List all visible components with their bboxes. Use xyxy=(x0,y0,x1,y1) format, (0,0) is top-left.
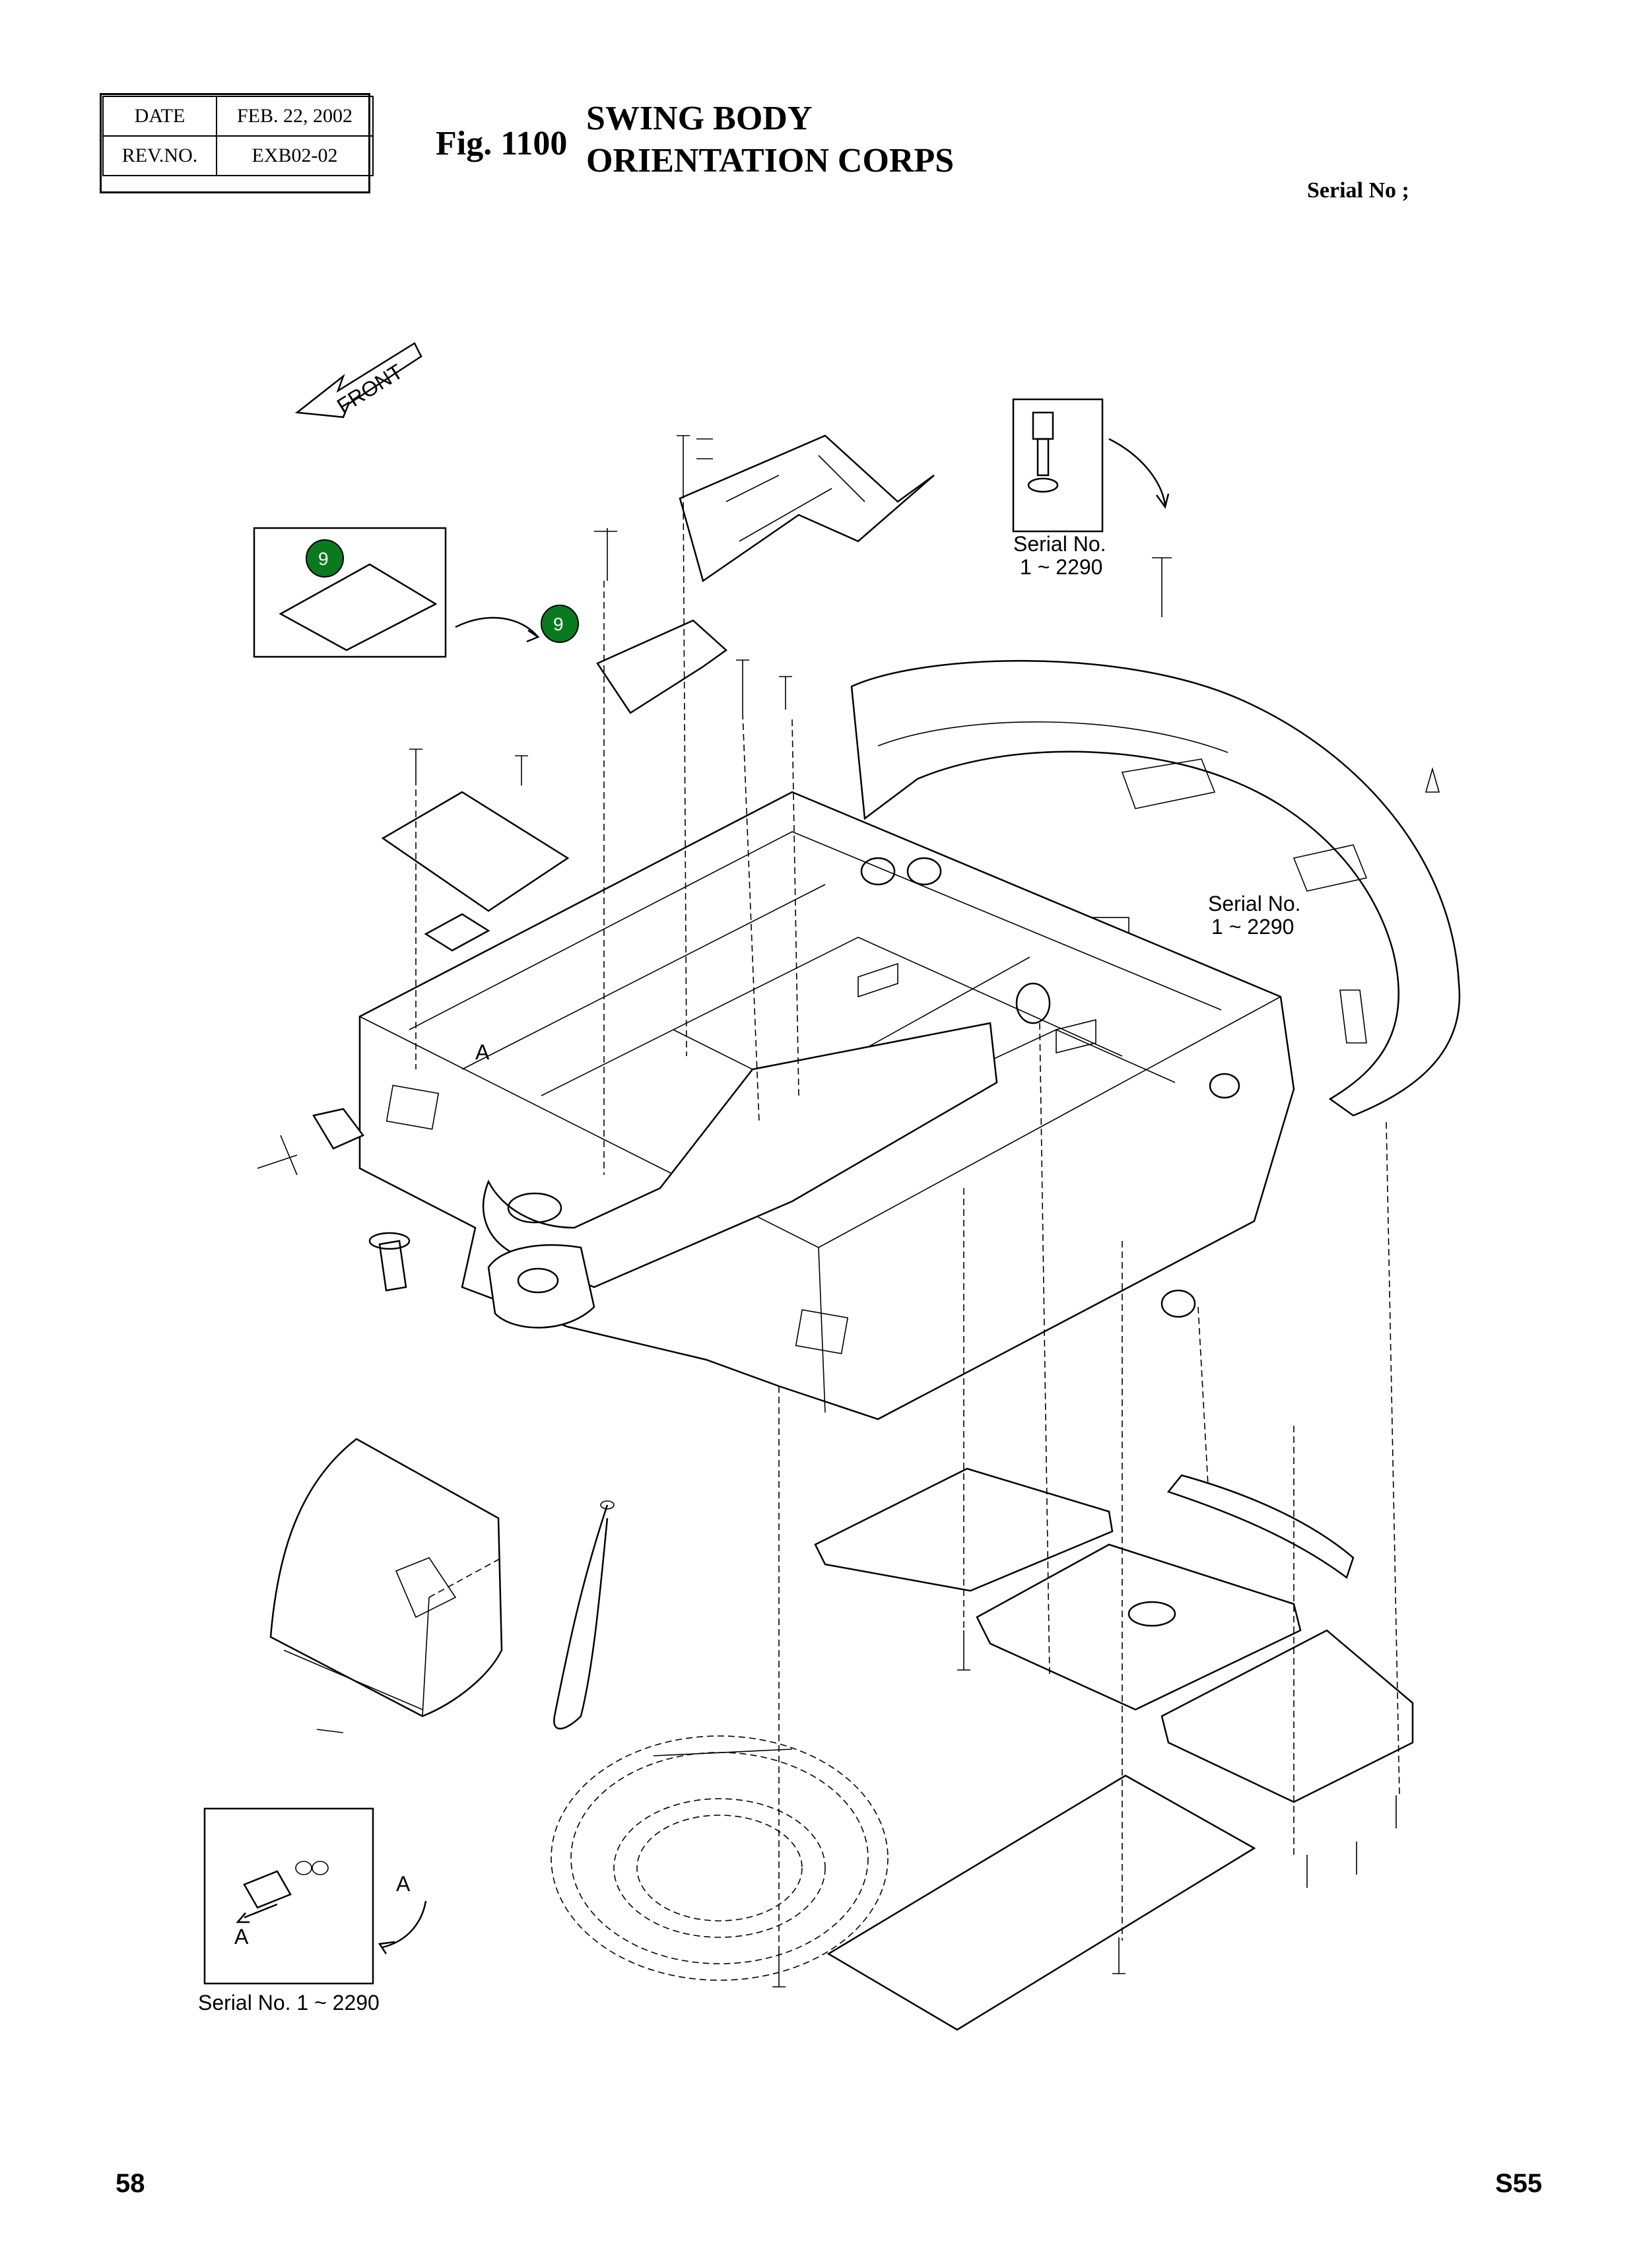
callout-9-upper: 9 xyxy=(306,539,344,578)
callout-9-text-lower: 9 xyxy=(553,614,564,634)
bolt-detail-box xyxy=(1012,398,1170,533)
view-a-label-detail: A xyxy=(234,1925,249,1949)
view-a-label-bottom: A xyxy=(396,1872,411,1896)
bottom-covers xyxy=(814,1467,1414,2031)
title-french: ORIENTATION CORPS xyxy=(586,142,955,180)
date-label: DATE xyxy=(102,96,217,137)
callout-9-text-upper: 9 xyxy=(318,549,329,569)
callout-9-marker-upper xyxy=(306,539,344,578)
serial-note-1: Serial No. xyxy=(1013,532,1106,556)
revision-table: DATE FEB. 22, 2002 REV.NO. EXB02-02 xyxy=(102,96,374,176)
serial-detail-box-3 xyxy=(203,1807,427,1985)
page-number: 58 xyxy=(116,2169,145,2198)
serial-note-3: Serial No. 1 ~ 2290 xyxy=(198,1991,380,2015)
serial-note-2-range: 1 ~ 2290 xyxy=(1211,915,1294,939)
counterweight xyxy=(850,659,1461,1117)
callout-9-lower: 9 xyxy=(541,605,579,643)
alignment-lines xyxy=(415,491,1400,1947)
figure-number: Fig. 1100 xyxy=(436,125,568,162)
serial-note-2: Serial No. xyxy=(1208,892,1301,916)
front-arrow-text: FRONT xyxy=(333,359,407,418)
date-value: FEB. 22, 2002 xyxy=(216,96,374,137)
model-code: S55 xyxy=(1495,2169,1543,2198)
swing-frame xyxy=(358,791,1295,1420)
rev-label: REV.NO. xyxy=(102,135,217,176)
front-arrow: FRONT xyxy=(294,342,422,418)
side-cover xyxy=(269,1438,503,1718)
view-a-label-frame: A xyxy=(475,1040,490,1064)
hardware-bolts xyxy=(257,435,1440,1987)
cover-detail-box xyxy=(253,527,540,658)
title-english: SWING BODY xyxy=(586,100,813,137)
serial-note-1-range: 1 ~ 2290 xyxy=(1020,555,1102,579)
ground-wire xyxy=(553,1500,615,1729)
swing-bearing xyxy=(551,1735,889,1981)
serial-number-label: Serial No ; xyxy=(1307,178,1409,203)
left-small-parts xyxy=(312,791,570,1292)
callout-9-marker-lower xyxy=(541,605,579,643)
rev-value: EXB02-02 xyxy=(216,135,374,176)
top-cover xyxy=(596,434,935,714)
